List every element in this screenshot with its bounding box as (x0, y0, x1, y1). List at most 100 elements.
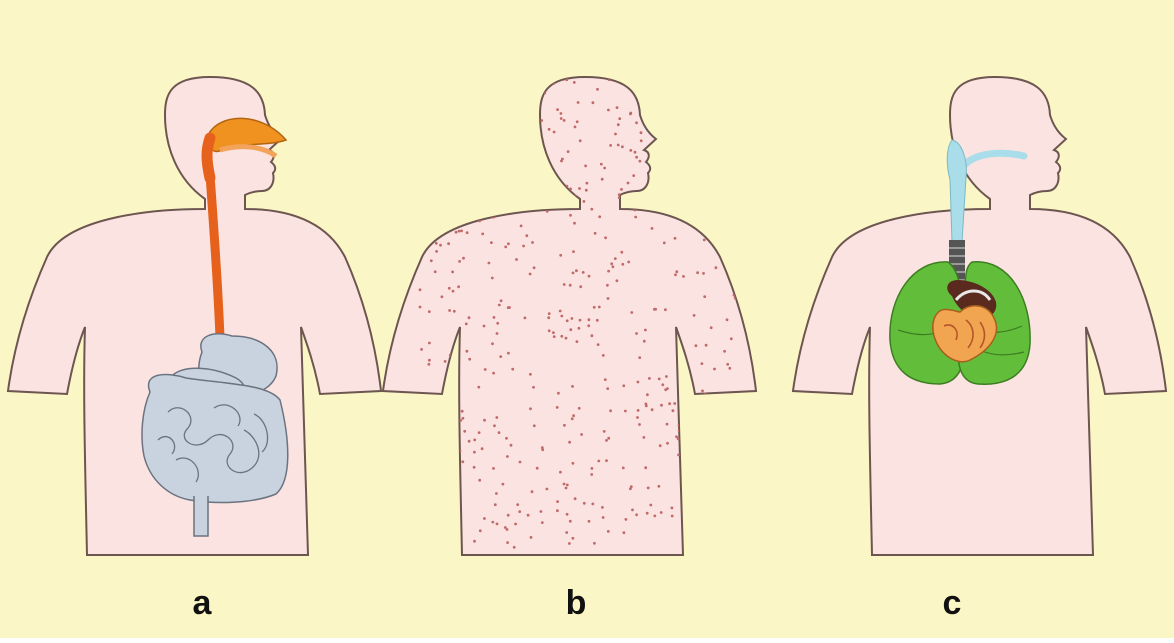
skin-dot (578, 327, 581, 330)
skin-dot (568, 441, 571, 444)
skin-dot (644, 466, 647, 469)
skin-dot (560, 112, 563, 115)
skin-dot (481, 447, 484, 450)
skin-dot (703, 295, 706, 298)
skin-dot (473, 466, 476, 469)
skin-dot (466, 231, 469, 234)
skin-dot (625, 518, 628, 521)
skin-dot (587, 324, 590, 327)
skin-dot (567, 150, 570, 153)
skin-dot (624, 410, 627, 413)
skin-dot (664, 308, 667, 311)
skin-dot (498, 304, 501, 307)
skin-dot (635, 332, 638, 335)
skin-dot (559, 310, 562, 313)
skin-dot (530, 536, 533, 539)
skin-dot (598, 306, 601, 309)
skin-dot (703, 239, 706, 242)
panel-label-a: a (193, 584, 213, 622)
skin-dot (519, 461, 522, 464)
skin-dot (504, 246, 507, 249)
skin-dot (569, 520, 572, 523)
skin-dot (616, 106, 619, 109)
skin-dot (654, 308, 657, 311)
panel-label-b: b (566, 584, 587, 622)
skin-dot (637, 409, 640, 412)
skin-dot (533, 266, 536, 269)
skin-dot (496, 523, 499, 526)
skin-dot (612, 265, 615, 268)
skin-dot (458, 230, 461, 233)
skin-dot (645, 403, 648, 406)
skin-dot (453, 310, 456, 313)
skin-dot (493, 316, 496, 319)
skin-dot (585, 189, 588, 192)
skin-dot (726, 363, 729, 366)
skin-dot (639, 160, 642, 163)
skin-dot (518, 510, 521, 513)
skin-dot (673, 402, 676, 405)
skin-dot (566, 484, 569, 487)
skin-dot (591, 334, 594, 337)
skin-dot (572, 537, 575, 540)
skin-dot (665, 375, 668, 378)
skin-dot (491, 521, 494, 524)
skin-dot (490, 241, 493, 244)
skin-dot (590, 208, 593, 211)
skin-dot (646, 393, 649, 396)
skin-dot (671, 507, 674, 510)
skin-dot (713, 368, 716, 371)
skin-dot (571, 385, 574, 388)
skin-dot (420, 348, 423, 351)
skin-dot (560, 160, 563, 163)
skin-dot (506, 528, 509, 531)
skin-dot (520, 225, 523, 228)
skin-dot (607, 437, 610, 440)
skin-dot (609, 144, 612, 147)
skin-dot (428, 363, 431, 366)
skin-dot (502, 483, 505, 486)
skin-dot (660, 404, 663, 407)
panel-label-c: c (943, 584, 962, 622)
skin-dot (620, 251, 623, 254)
skin-dot (532, 386, 535, 389)
skin-dot (556, 108, 559, 111)
skin-dot (603, 167, 606, 170)
skin-dot (701, 390, 704, 393)
skin-dot (588, 520, 591, 523)
skin-dot (675, 270, 678, 273)
skin-dot (563, 119, 566, 122)
skin-dot (569, 284, 572, 287)
skin-dot (492, 372, 495, 375)
skin-dot (569, 328, 572, 331)
skin-dot (478, 479, 481, 482)
skin-dot (601, 506, 604, 509)
skin-dot (529, 373, 532, 376)
skin-dot (617, 144, 620, 147)
skin-dot (460, 230, 463, 233)
skin-dot (672, 409, 675, 412)
skin-dot (607, 270, 610, 273)
skin-dot (674, 237, 677, 240)
skin-dot (660, 511, 663, 514)
skin-dot (640, 139, 643, 142)
skin-dot (583, 502, 586, 505)
skin-dot (677, 437, 680, 440)
skin-dot (627, 261, 630, 264)
skin-dot (428, 359, 431, 362)
skin-dot (559, 471, 562, 474)
skin-dot (461, 410, 464, 413)
skin-dot (491, 342, 494, 345)
skin-dot (643, 340, 646, 343)
skin-dot (576, 340, 579, 343)
skin-dot (701, 362, 704, 365)
skin-dot (468, 316, 471, 319)
skin-dot (644, 329, 647, 332)
skin-dot (666, 442, 669, 445)
skin-dot (637, 381, 640, 384)
skin-dot (566, 319, 569, 322)
skin-dot (563, 483, 566, 486)
skin-dot (609, 409, 612, 412)
skin-dot (439, 244, 442, 247)
